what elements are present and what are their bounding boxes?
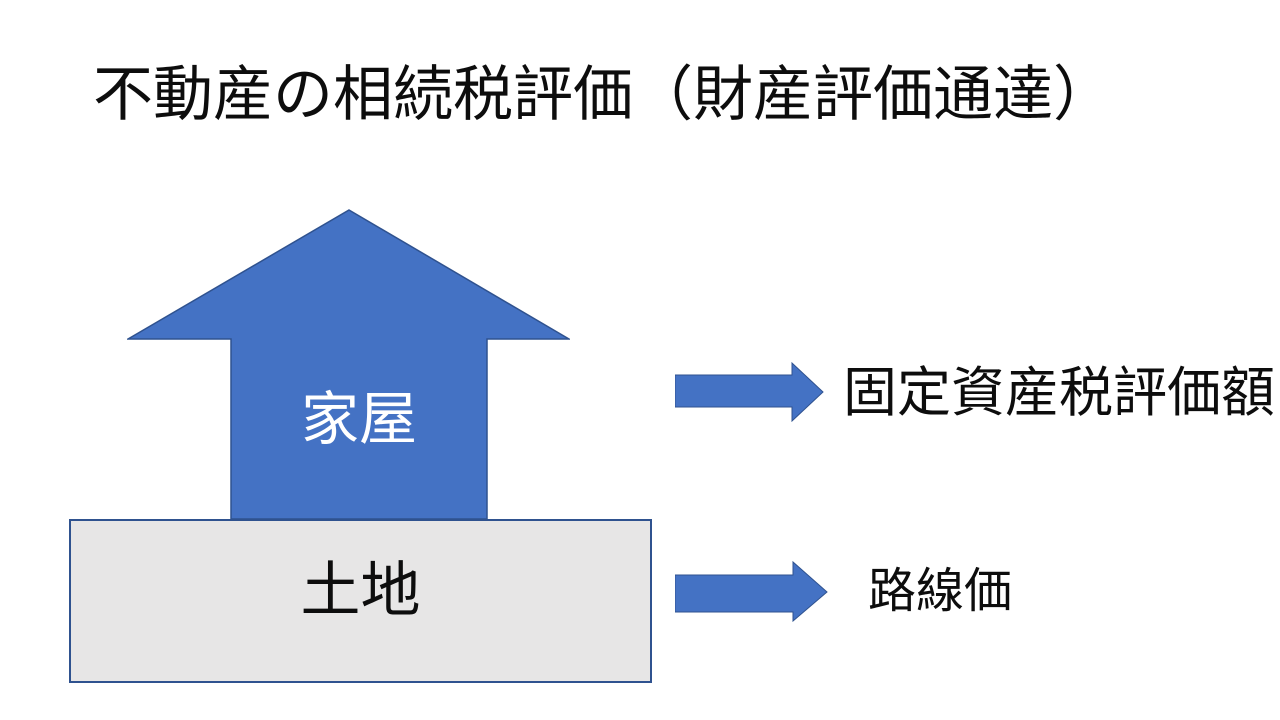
arrow-right-polygon [675,560,828,622]
arrow-right-polygon [675,361,824,422]
rosenka-label: 路線価 [868,565,1013,618]
arrow-right-icon [675,361,824,422]
land-label: 土地 [300,557,421,624]
house-up-arrow-shape [127,209,570,520]
house-shape-polygon [127,209,570,520]
fixed-asset-tax-valuation-label: 固定資産税評価額 [843,363,1275,423]
arrow-right-icon [675,560,828,622]
slide-title: 不動産の相続税評価（財産評価通達） [93,61,1113,128]
building-label: 家屋 [300,387,417,452]
land-rect [69,519,652,683]
